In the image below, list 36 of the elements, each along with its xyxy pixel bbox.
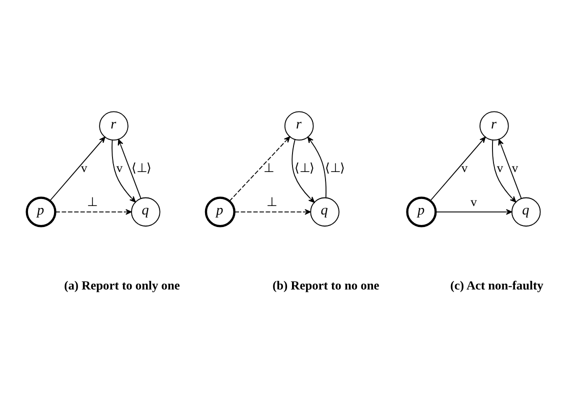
edge-label: ⟨⊥⟩ xyxy=(131,161,152,176)
arrow xyxy=(118,139,142,199)
arrow xyxy=(112,140,136,202)
label: (c) Act non-faulty xyxy=(450,278,544,293)
edge-label: v xyxy=(461,161,468,176)
arrow xyxy=(292,139,315,203)
edge-label: ⊥ xyxy=(266,194,276,209)
arrow xyxy=(234,209,311,215)
edge-label: ⊥ xyxy=(264,161,274,176)
node-circle: p xyxy=(26,196,56,228)
edge-label: ⟨⊥⟩ xyxy=(324,161,345,176)
arrow xyxy=(229,136,290,202)
edge-label: v xyxy=(470,194,477,209)
edge-label: v xyxy=(80,161,88,176)
edge-label: v xyxy=(512,161,518,176)
node-circle: q xyxy=(310,197,340,227)
node-circle: r xyxy=(284,111,314,141)
arrow xyxy=(55,209,132,215)
arrow xyxy=(430,136,486,202)
arrow xyxy=(436,209,512,215)
edge-label: ⟨⊥⟩ xyxy=(294,161,315,176)
edge-label: v xyxy=(496,161,504,176)
label: (a) Report to only one xyxy=(64,278,180,293)
arrow xyxy=(492,140,516,202)
node-circle: r xyxy=(99,111,128,141)
label: (b) Report to no one xyxy=(272,278,380,293)
node-circle: q xyxy=(131,197,160,227)
edge-label: ⊥ xyxy=(87,194,98,209)
arrow xyxy=(50,136,106,202)
arrow xyxy=(308,136,326,198)
node-circle: p xyxy=(406,196,437,228)
node-circle: p xyxy=(204,196,236,228)
node-circle: r xyxy=(480,111,509,141)
node-circle: q xyxy=(511,197,541,227)
edge-label: v xyxy=(116,161,123,176)
arrow xyxy=(498,139,522,199)
